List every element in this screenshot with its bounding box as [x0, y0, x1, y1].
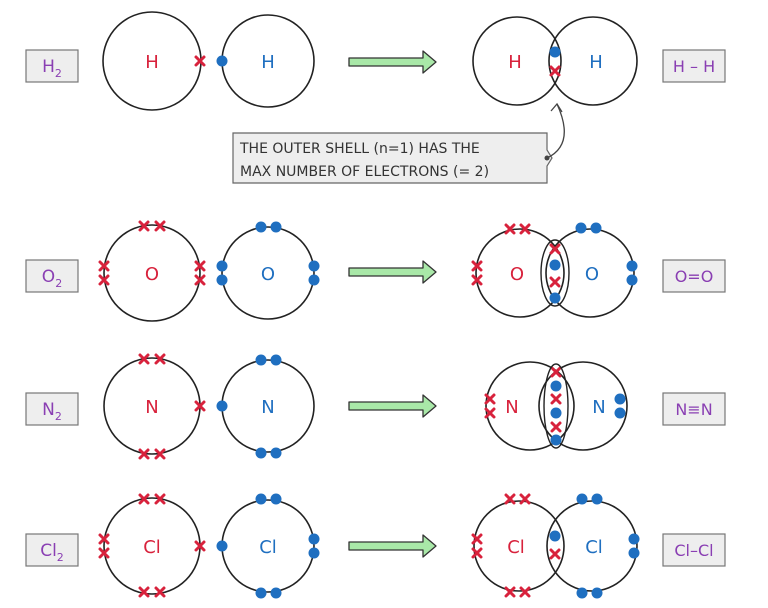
atom-shell	[538, 361, 628, 451]
atom-shell	[485, 361, 575, 451]
atom-symbol-left: Cl	[143, 537, 161, 558]
svg-text:O2: O2	[42, 267, 62, 290]
structural-formula: O=O	[675, 267, 714, 286]
electron-dots	[216, 493, 320, 599]
electron-dots	[550, 380, 626, 446]
atom-symbol-left: Cl	[507, 537, 525, 558]
atom-shell	[545, 228, 635, 318]
formula-subscript: 2	[57, 551, 64, 564]
atom-shell	[475, 228, 565, 318]
row-h2: H2 H H H H H – H	[25, 11, 726, 111]
atom-symbol-left: H	[508, 52, 522, 73]
electron-crosses	[484, 366, 562, 433]
atom-symbol-left: N	[505, 397, 518, 418]
atom-symbol-left: O	[145, 264, 159, 285]
formula-main: H	[42, 57, 55, 77]
pointer-arrowhead	[550, 102, 563, 113]
electron-crosses	[98, 493, 206, 598]
atom-shell	[103, 224, 201, 322]
formula-box-n2: N2	[25, 392, 79, 426]
electron-crosses	[98, 220, 206, 286]
row-n2: N2 N N N N	[25, 353, 726, 460]
atom-shell	[473, 500, 565, 592]
structural-formula: H – H	[673, 57, 715, 76]
bonded-molecule-cl2: Cl Cl	[471, 493, 640, 599]
shared-pair-highlight	[540, 239, 570, 307]
formula-main: N	[42, 400, 55, 420]
atom-symbol-right: O	[261, 264, 275, 285]
electron-dot	[216, 55, 228, 67]
structural-formula-box-n2: N≡N	[662, 392, 726, 426]
atom-symbol-left: N	[145, 397, 158, 418]
reaction-arrow	[348, 50, 437, 74]
reaction-arrow	[348, 534, 437, 558]
structural-formula-box-cl2: Cl–Cl	[662, 533, 726, 567]
electron-dots	[216, 221, 320, 286]
shared-electron-dot	[549, 46, 561, 58]
atom-shell	[472, 16, 562, 106]
electron-crosses	[471, 493, 561, 598]
shared-pair-highlight	[543, 363, 569, 449]
atom-symbol-right: H	[589, 52, 603, 73]
atom-symbol-right: Cl	[585, 537, 603, 558]
formula-subscript: 2	[55, 67, 62, 80]
structural-formula: Cl–Cl	[674, 541, 713, 560]
structural-formula-box-h2: H – H	[662, 49, 726, 83]
reaction-arrow	[348, 394, 437, 418]
formula-box-h2: H2	[25, 49, 79, 83]
separate-atoms-o2: O O	[98, 220, 320, 322]
formula-main: O	[42, 267, 55, 287]
formula-box-o2: O2	[25, 259, 79, 293]
atom-symbol-right: Cl	[259, 537, 277, 558]
atom-shell	[548, 16, 638, 106]
svg-text:Cl2: Cl2	[40, 541, 64, 564]
shared-electron-cross	[549, 65, 561, 77]
annotation-line-2: MAX NUMBER OF ELECTRONS (= 2)	[240, 164, 489, 180]
atom-symbol-left: O	[510, 264, 524, 285]
row-o2: O2 O O O	[25, 220, 726, 322]
atom-symbol-right: H	[261, 52, 275, 73]
formula-subscript: 2	[55, 277, 62, 290]
separate-atoms-h2: H H	[102, 11, 315, 111]
row-cl2: Cl2 Cl Cl	[25, 493, 726, 599]
bonded-molecule-n2: N N	[484, 361, 628, 451]
separate-atoms-cl2: Cl Cl	[98, 493, 320, 599]
electron-cross	[194, 55, 206, 67]
formula-main: Cl	[40, 541, 57, 561]
atom-symbol-right: O	[585, 264, 599, 285]
electron-dots	[549, 493, 640, 599]
bonded-molecule-o2: O O	[471, 222, 638, 318]
structural-formula: N≡N	[675, 400, 712, 419]
atom-symbol-right: N	[592, 397, 605, 418]
electron-dots	[216, 354, 282, 459]
electron-crosses	[138, 353, 206, 460]
separate-atoms-n2: N N	[103, 353, 315, 460]
formula-subscript: 2	[55, 410, 62, 423]
svg-text:H2: H2	[42, 57, 62, 80]
annotation-line-1: THE OUTER SHELL (n=1) HAS THE	[239, 141, 480, 157]
structural-formula-box-o2: O=O	[662, 259, 726, 293]
svg-text:N2: N2	[42, 400, 62, 423]
electron-dots	[549, 222, 638, 304]
pointer-line	[546, 103, 565, 159]
atom-symbol-right: N	[261, 397, 274, 418]
reaction-arrow	[348, 260, 437, 284]
annotation-callout: THE OUTER SHELL (n=1) HAS THE MAX NUMBER…	[232, 102, 565, 184]
formula-box-cl2: Cl2	[25, 533, 79, 567]
electron-crosses	[471, 223, 561, 288]
bonded-molecule-h2: H H	[472, 16, 638, 106]
atom-shell	[221, 226, 315, 320]
atom-symbol-left: H	[145, 52, 159, 73]
